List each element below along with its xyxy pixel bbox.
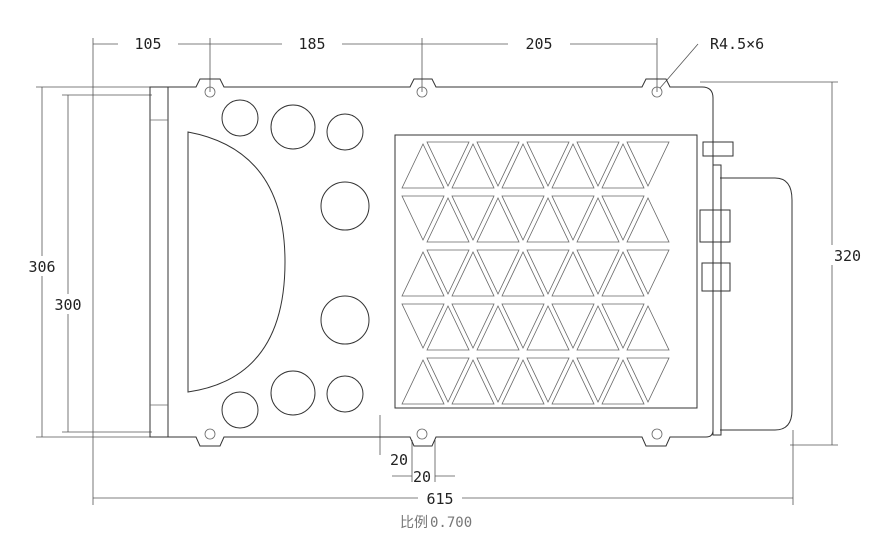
grid-triangle xyxy=(601,251,645,297)
left-rail xyxy=(149,86,169,438)
grid-triangle xyxy=(526,249,570,295)
grid-triangle xyxy=(426,357,470,403)
grid-triangle xyxy=(576,305,620,351)
hole-callout-text: R4.5×6 xyxy=(710,35,764,53)
grid-triangle xyxy=(451,251,495,297)
scale-value: 0.700 xyxy=(430,515,472,531)
dim-306: 306 xyxy=(28,258,55,276)
grid-triangle xyxy=(601,359,645,405)
top-dimension-chain: 105 185 205 xyxy=(92,35,658,505)
bottom-dimension: 615 20 20 比例 0.700 xyxy=(93,415,794,531)
grid-triangle xyxy=(576,141,620,187)
left-dimensions: 306 300 xyxy=(26,86,152,438)
grid-triangle xyxy=(476,249,520,295)
grid-triangle xyxy=(501,143,545,189)
grid-triangle xyxy=(401,359,445,405)
grid-triangle xyxy=(626,141,670,187)
connector-housing xyxy=(699,141,793,436)
grid-triangle xyxy=(426,141,470,187)
grid-triangle xyxy=(401,251,445,297)
grid-triangle xyxy=(576,357,620,403)
grid-triangle xyxy=(401,195,445,241)
grid-triangle xyxy=(601,195,645,241)
mount-holes xyxy=(204,86,663,440)
grid-triangle xyxy=(551,251,595,297)
grid-triangle xyxy=(551,195,595,241)
grid-triangle xyxy=(601,143,645,189)
triangle-grid xyxy=(401,141,670,405)
triangle-grid-panel xyxy=(394,134,698,409)
grid-triangle xyxy=(551,303,595,349)
grid-triangle xyxy=(501,359,545,405)
grid-triangle xyxy=(476,357,520,403)
grid-triangle xyxy=(526,197,570,243)
scale-label: 比例 xyxy=(400,515,428,531)
grid-triangle xyxy=(451,359,495,405)
grid-triangle xyxy=(401,303,445,349)
grid-triangle xyxy=(476,197,520,243)
grid-triangle xyxy=(601,303,645,349)
grid-triangle xyxy=(426,249,470,295)
grid-triangle xyxy=(426,197,470,243)
grid-triangle xyxy=(476,141,520,187)
grid-triangle xyxy=(626,249,670,295)
lightening-holes xyxy=(221,99,370,429)
grid-triangle xyxy=(626,357,670,403)
dim-300: 300 xyxy=(54,296,81,314)
grid-triangle xyxy=(576,249,620,295)
plate-outline xyxy=(149,78,793,447)
grid-triangle xyxy=(526,357,570,403)
hole-callout: R4.5×6 xyxy=(659,35,764,89)
dim-615: 615 xyxy=(426,490,453,508)
grid-triangle xyxy=(551,359,595,405)
grid-triangle xyxy=(526,305,570,351)
grid-triangle xyxy=(501,303,545,349)
dim-tab-height: 20 xyxy=(390,451,408,469)
grid-triangle xyxy=(451,303,495,349)
grid-triangle xyxy=(626,197,670,243)
grid-triangle xyxy=(451,143,495,189)
grid-triangle xyxy=(626,305,670,351)
dim-205: 205 xyxy=(525,35,552,53)
dim-185: 185 xyxy=(298,35,325,53)
grid-triangle xyxy=(451,195,495,241)
dim-320: 320 xyxy=(834,247,861,265)
grid-triangle xyxy=(551,143,595,189)
half-disc-cutout xyxy=(187,131,286,393)
grid-triangle xyxy=(501,251,545,297)
grid-triangle xyxy=(526,141,570,187)
grid-triangle xyxy=(401,143,445,189)
dim-tab-width: 20 xyxy=(413,468,431,486)
dim-105: 105 xyxy=(134,35,161,53)
grid-triangle xyxy=(576,197,620,243)
grid-triangle xyxy=(426,305,470,351)
grid-triangle xyxy=(476,305,520,351)
right-dimension: 320 xyxy=(700,81,861,446)
grid-triangle xyxy=(501,195,545,241)
